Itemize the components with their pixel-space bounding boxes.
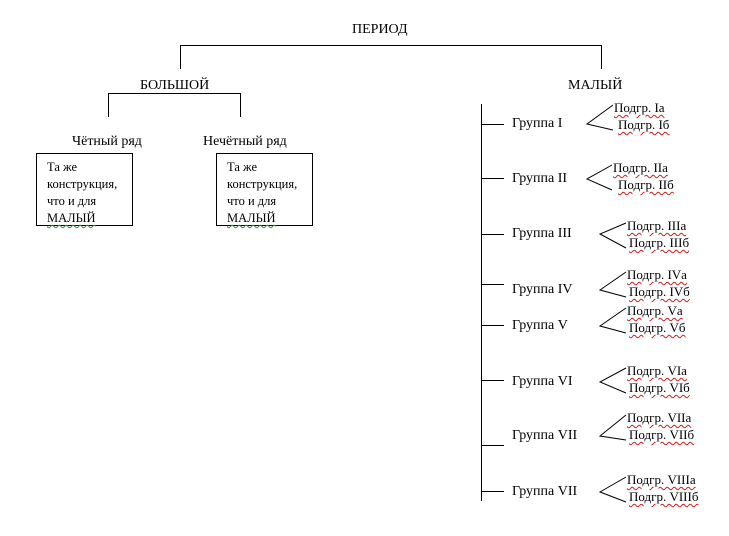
subgroup-label: Подгр. VIIа — [627, 410, 692, 425]
group-tick — [481, 491, 504, 492]
subgroup-label: Подгр. Vб — [629, 320, 686, 335]
group-label: Группа VI — [512, 374, 573, 389]
group-label: Группа VII — [512, 428, 578, 443]
box-line: конструкция, — [47, 177, 118, 191]
root-connector-left — [180, 45, 181, 69]
box-line: Та же — [47, 160, 78, 174]
group-label: Группа IV — [512, 282, 573, 297]
group-tick — [481, 124, 504, 125]
box-line: МАЛЫЙ — [227, 211, 276, 225]
group-tick — [481, 284, 504, 285]
subgroup-label: Подгр. VIIIб — [629, 489, 699, 504]
group-label: Группа III — [512, 226, 572, 241]
odd-row-box: Та же конструкция, что и для МАЛЫЙ — [216, 153, 313, 226]
root-connector — [180, 45, 602, 46]
subgroup-label: Подгр. VIб — [629, 380, 690, 395]
group-label: Группа VII — [512, 484, 578, 499]
even-row-label: Чётный ряд — [72, 134, 142, 149]
subgroup-label: Подгр. IIа — [613, 160, 668, 175]
box-line: Та же — [227, 160, 258, 174]
subgroup-label: Подгр. Vа — [627, 303, 683, 318]
big-connector — [108, 93, 241, 94]
group-label: Группа II — [512, 171, 568, 186]
group-tick — [481, 380, 504, 381]
subgroup-label: Подгр. IVб — [629, 284, 690, 299]
box-line: МАЛЫЙ — [47, 211, 96, 225]
big-period-label: БОЛЬШОЙ — [140, 78, 210, 93]
small-period-label: МАЛЫЙ — [568, 78, 623, 93]
subgroup-label: Подгр. VIIIа — [627, 472, 696, 487]
root-label: ПЕРИОД — [352, 22, 408, 37]
group-label: Группа V — [512, 318, 568, 333]
subgroup-label: Подгр. IIб — [618, 177, 674, 192]
subgroup-label: Подгр. VIа — [627, 363, 687, 378]
group-tick — [481, 445, 504, 446]
even-row-box: Та же конструкция, что и для МАЛЫЙ — [36, 153, 133, 226]
big-connector-left — [108, 93, 109, 117]
group-label: Группа I — [512, 116, 563, 131]
subgroup-label: Подгр. Iб — [618, 117, 670, 132]
group-tick — [481, 178, 504, 179]
group-tick — [481, 234, 504, 235]
box-line: что и для — [47, 194, 97, 208]
box-line: что и для — [227, 194, 277, 208]
group-tick — [481, 325, 504, 326]
box-line: конструкция, — [227, 177, 298, 191]
big-connector-right — [240, 93, 241, 117]
subgroup-label: Подгр. IVа — [627, 267, 687, 282]
subgroup-label: Подгр. VIIб — [629, 427, 695, 442]
small-trunk — [481, 104, 482, 501]
root-connector-right — [601, 45, 602, 69]
subgroup-label: Подгр. IIIа — [627, 218, 687, 233]
subgroup-label: Подгр. IIIб — [629, 235, 690, 250]
subgroup-label: Подгр. Iа — [614, 100, 665, 115]
odd-row-label: Нечётный ряд — [203, 134, 287, 149]
